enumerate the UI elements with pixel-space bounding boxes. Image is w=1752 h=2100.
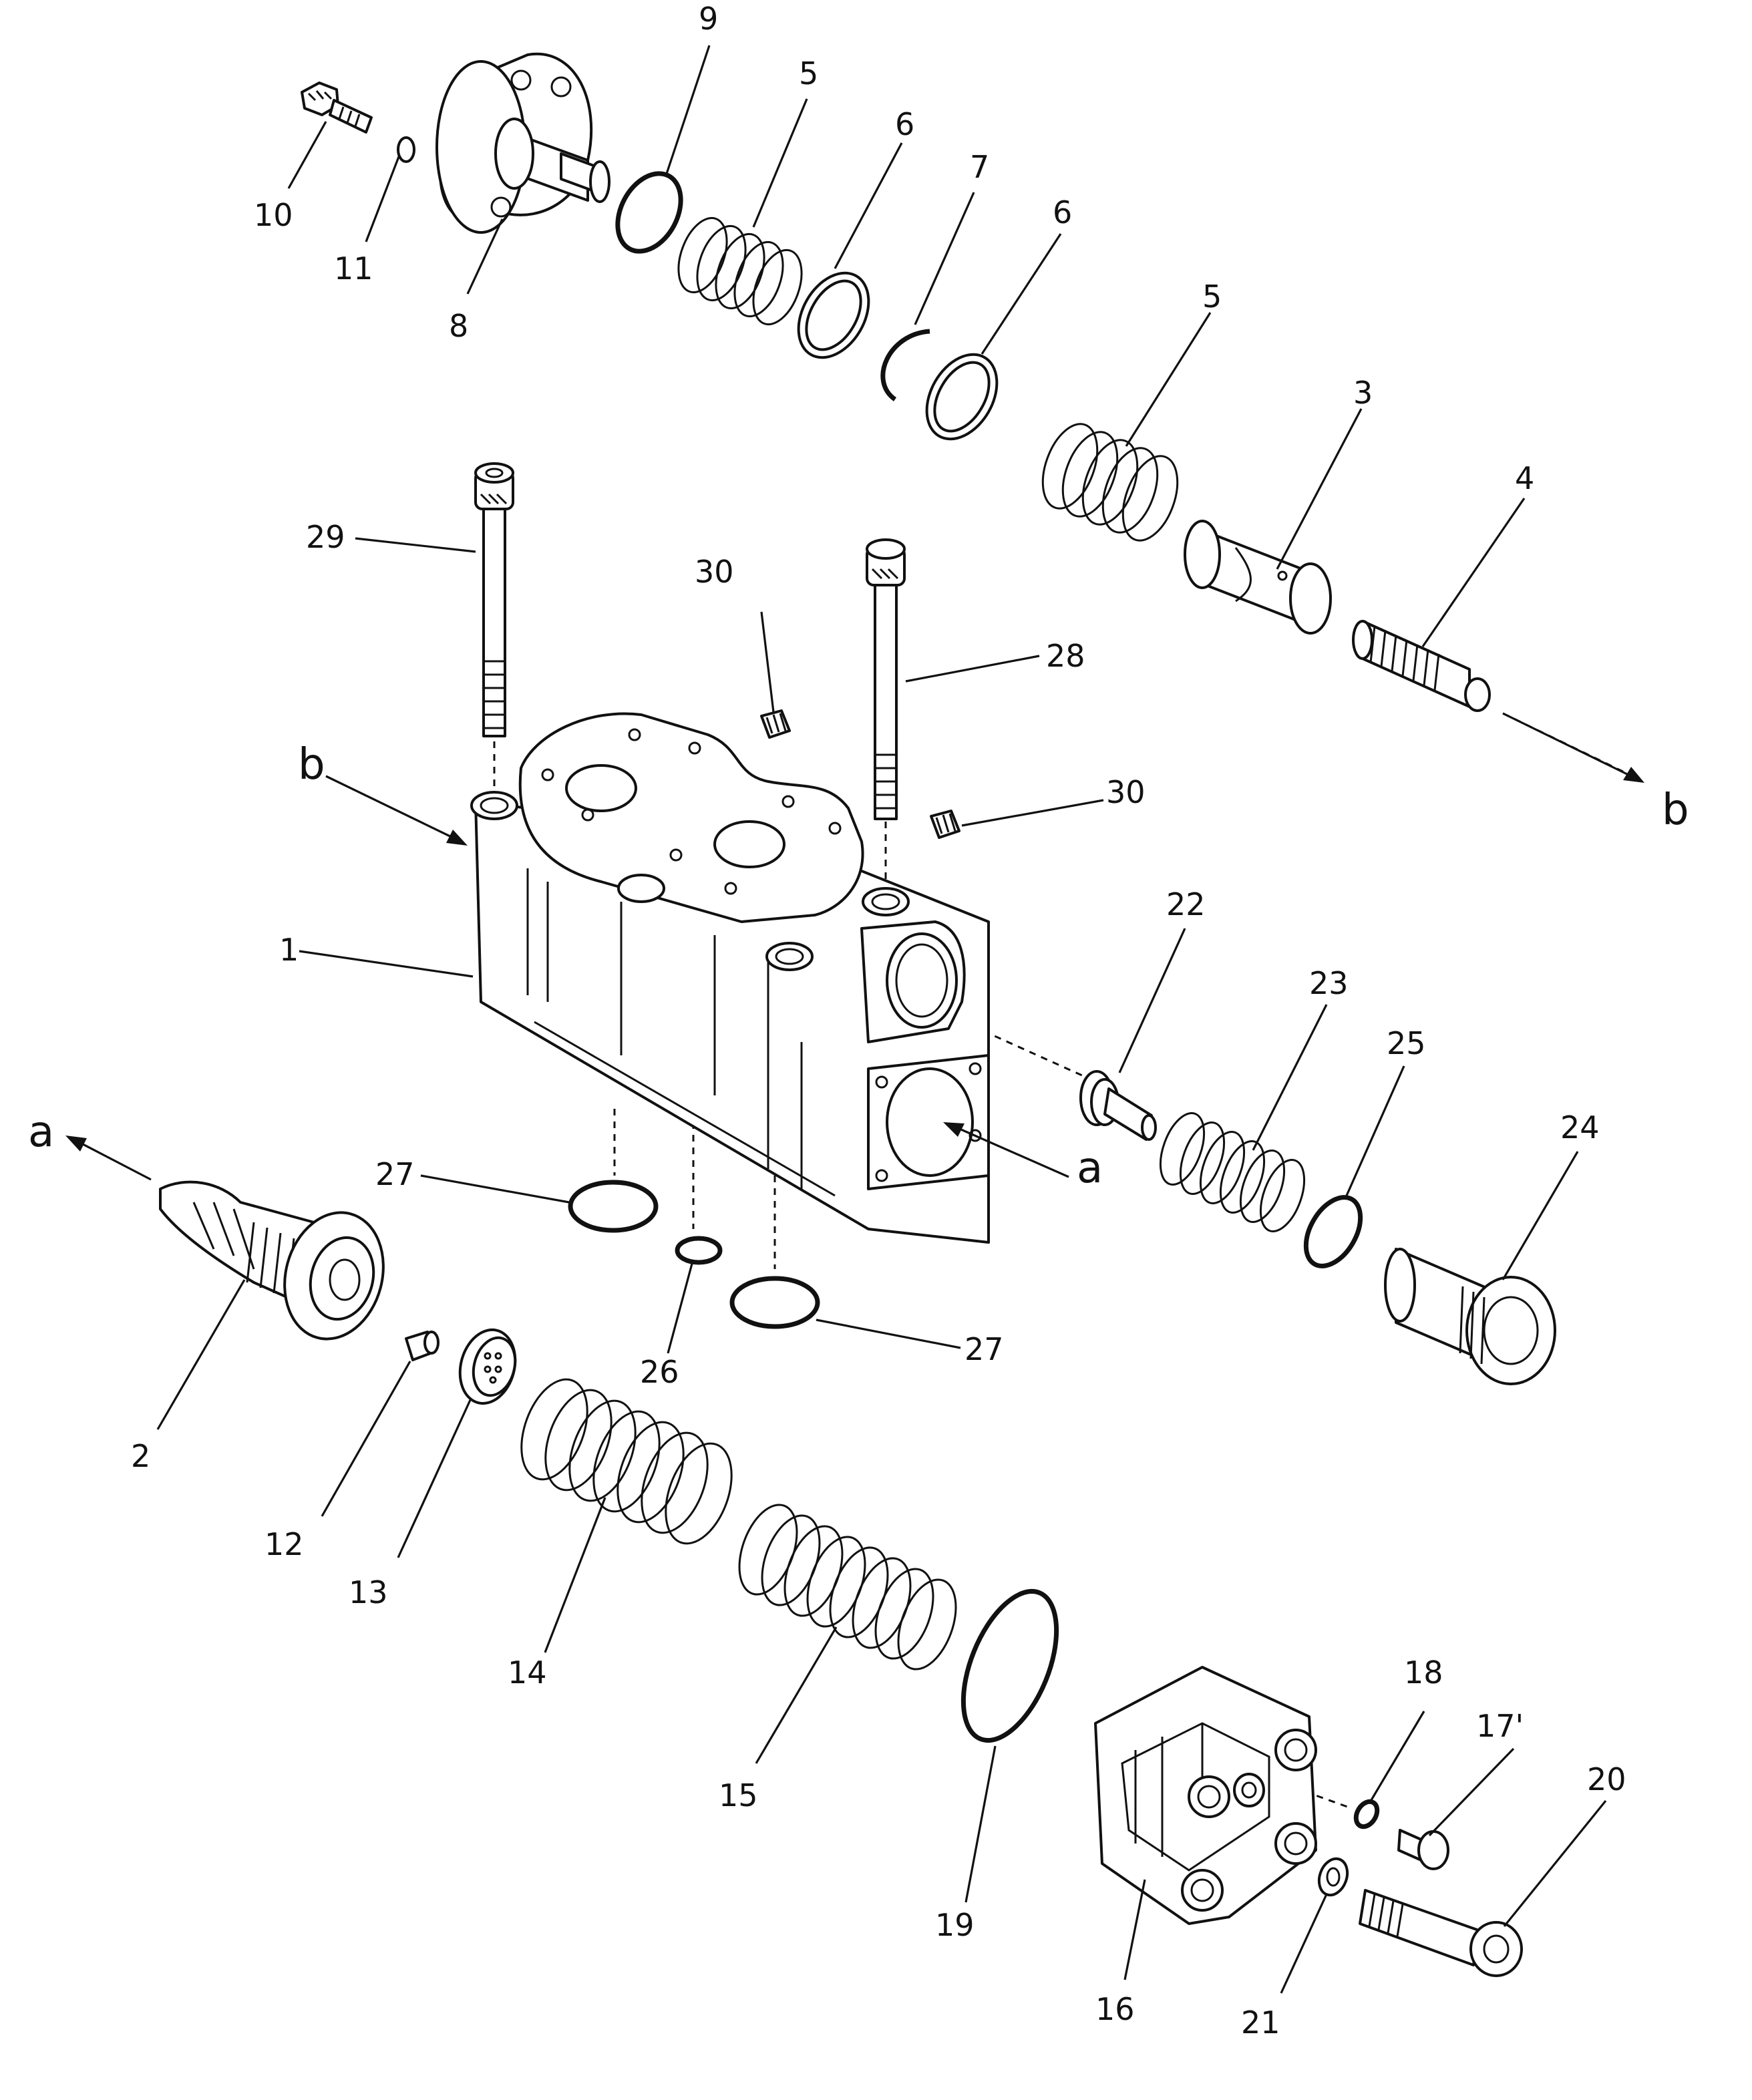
- callout-23: 23: [1309, 965, 1349, 1001]
- part-21-washer: [1317, 1857, 1349, 1897]
- part-7-snap-ring: [880, 329, 930, 401]
- callout-7: 7: [970, 149, 989, 185]
- arrow-label-a-right: a: [1077, 1144, 1103, 1193]
- callout-labels: 10 11 8 9 5 6 7 6 5 3 4 29 30 28 30 1 22…: [131, 1, 1626, 2041]
- callout-2: 2: [131, 1438, 150, 1474]
- callout-18: 18: [1404, 1654, 1443, 1691]
- part-23-spring: [1159, 1112, 1306, 1232]
- part-22-poppet: [1079, 1070, 1157, 1141]
- callout-4: 4: [1515, 460, 1534, 496]
- leader-lines: [156, 45, 1607, 1994]
- callout-26: 26: [640, 1354, 679, 1390]
- arrow-labels: b b a a: [28, 740, 1689, 1193]
- callout-21: 21: [1241, 2004, 1280, 2041]
- callout-8: 8: [449, 308, 468, 344]
- callout-15: 15: [719, 1777, 758, 1813]
- callout-19: 19: [935, 1907, 975, 1943]
- callout-17: 17': [1476, 1708, 1524, 1744]
- part-5-spring-lower: [1041, 423, 1179, 542]
- part-6-ring-upper: [797, 271, 870, 359]
- callout-12: 12: [265, 1526, 304, 1562]
- callout-3: 3: [1353, 375, 1373, 411]
- callout-14: 14: [508, 1654, 547, 1691]
- part-29-long-bolt: [474, 462, 514, 737]
- part-3-spool: [1184, 520, 1332, 635]
- callout-10: 10: [254, 197, 293, 233]
- part-1-valve-body: [470, 712, 990, 1244]
- part-26-small-o-ring: [675, 1236, 723, 1265]
- callout-27-lower: 27: [965, 1331, 1004, 1367]
- callout-6-upper: 6: [895, 106, 914, 142]
- part-20-cap-screw: [1359, 1889, 1523, 1977]
- part-9-o-ring: [615, 171, 683, 254]
- part-5-spring-upper: [677, 216, 803, 326]
- callout-30-lower: 30: [1106, 774, 1146, 810]
- part-14-large-spring: [520, 1378, 733, 1545]
- part-18-small-o-ring: [1353, 1799, 1380, 1829]
- callout-6-lower: 6: [1053, 194, 1072, 230]
- part-4-threaded-plug: [1352, 620, 1491, 712]
- arrow-label-b-left: b: [298, 740, 325, 790]
- part-12-sleeve: [405, 1331, 440, 1361]
- callout-13: 13: [349, 1574, 388, 1610]
- part-30-set-screw-upper: [760, 709, 791, 739]
- part-25-o-ring: [1303, 1195, 1363, 1268]
- direction-arrows: [65, 712, 1644, 1181]
- part-2-valve-plunger: [159, 1180, 385, 1341]
- callout-1: 1: [279, 932, 299, 968]
- part-6-ring-lower: [925, 353, 999, 441]
- part-28-long-bolt: [866, 538, 906, 820]
- arrow-label-a-left: a: [28, 1107, 54, 1157]
- callout-30-upper: 30: [695, 554, 734, 590]
- part-16-end-cover: [1094, 1666, 1317, 1925]
- callout-11: 11: [334, 250, 373, 287]
- arrow-label-b-right: b: [1662, 785, 1689, 835]
- callout-29: 29: [306, 519, 345, 555]
- callout-16: 16: [1095, 1991, 1135, 2027]
- part-30-set-screw-lower: [930, 810, 960, 839]
- callout-28: 28: [1046, 638, 1085, 674]
- part-24-plug: [1384, 1248, 1556, 1385]
- part-27-o-ring-upper: [568, 1180, 659, 1233]
- part-27-o-ring-lower: [729, 1276, 820, 1329]
- callout-24: 24: [1560, 1109, 1600, 1146]
- part-8-flange-cover: [435, 52, 610, 234]
- part-15-spring: [738, 1504, 957, 1671]
- callout-27-upper: 27: [375, 1156, 415, 1192]
- callout-5-upper: 5: [799, 55, 818, 92]
- part-10-bolt: [301, 81, 373, 134]
- part-11-washer: [397, 136, 415, 163]
- part-19-o-ring: [960, 1588, 1059, 1743]
- callout-25: 25: [1387, 1025, 1426, 1061]
- callout-20: 20: [1587, 1761, 1626, 1797]
- part-17-plug-screw: [1397, 1829, 1449, 1870]
- callout-9: 9: [699, 1, 718, 37]
- callout-5-lower: 5: [1202, 279, 1222, 315]
- part-13-orifice-plate: [458, 1328, 517, 1405]
- callout-22: 22: [1166, 886, 1206, 922]
